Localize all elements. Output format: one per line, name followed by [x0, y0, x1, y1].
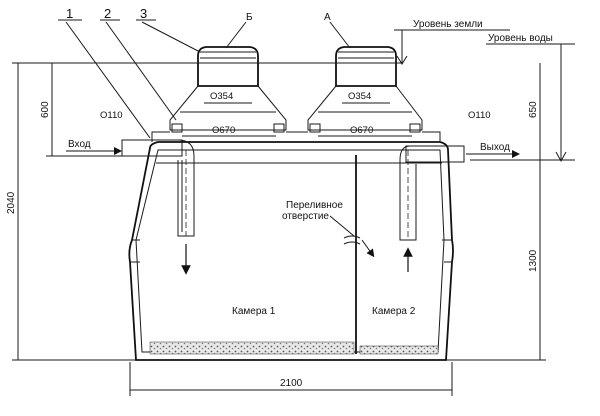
ground-level-label: Уровень земли [413, 19, 483, 30]
callout-3: 3 [140, 6, 147, 21]
callout-1: 1 [66, 6, 73, 21]
callout-3-leader [141, 21, 201, 53]
overflow-label-line1: Переливное [286, 200, 343, 211]
callout-b-leader [225, 21, 247, 49]
dim-neck-height-label: 600 [40, 101, 51, 118]
sediment-chamber-1 [149, 341, 355, 355]
dim-width-label: 2100 [280, 378, 303, 389]
callout-b: Б [246, 12, 253, 23]
callout-2: 2 [104, 6, 111, 21]
dim-lower-height-label: 1300 [528, 249, 539, 272]
neck-right-diameter: О354 [348, 91, 371, 102]
top-shell [151, 131, 441, 142]
callout-1-leader [65, 21, 151, 139]
neck-left [169, 46, 287, 133]
neck-right [307, 46, 423, 133]
outlet-pipe-diameter: О110 [468, 110, 491, 121]
hatch-left-diameter: О670 [212, 125, 235, 136]
chamber-1-label: Камера 1 [232, 306, 276, 317]
callout-2-leader [105, 21, 177, 121]
outlet-label: Выход [480, 142, 510, 153]
callout-a-leader [329, 21, 351, 49]
inlet-pipe [121, 139, 195, 275]
callout-a: А [324, 12, 331, 23]
chamber-2-label: Камера 2 [372, 306, 416, 317]
water-level-label: Уровень воды [488, 33, 553, 44]
neck-left-diameter: О354 [210, 91, 233, 102]
sediment-chamber-2 [359, 345, 439, 355]
inlet-label: Вход [68, 139, 91, 150]
inlet-pipe-diameter: О110 [100, 110, 123, 121]
dim-total-height-label: 2040 [6, 191, 17, 214]
hatch-right-diameter: О670 [350, 125, 373, 136]
overflow-opening [329, 215, 375, 258]
outlet-pipe [399, 145, 465, 272]
overflow-label-line2: отверстие [282, 211, 329, 222]
dim-top-to-water-label: 650 [528, 101, 539, 118]
